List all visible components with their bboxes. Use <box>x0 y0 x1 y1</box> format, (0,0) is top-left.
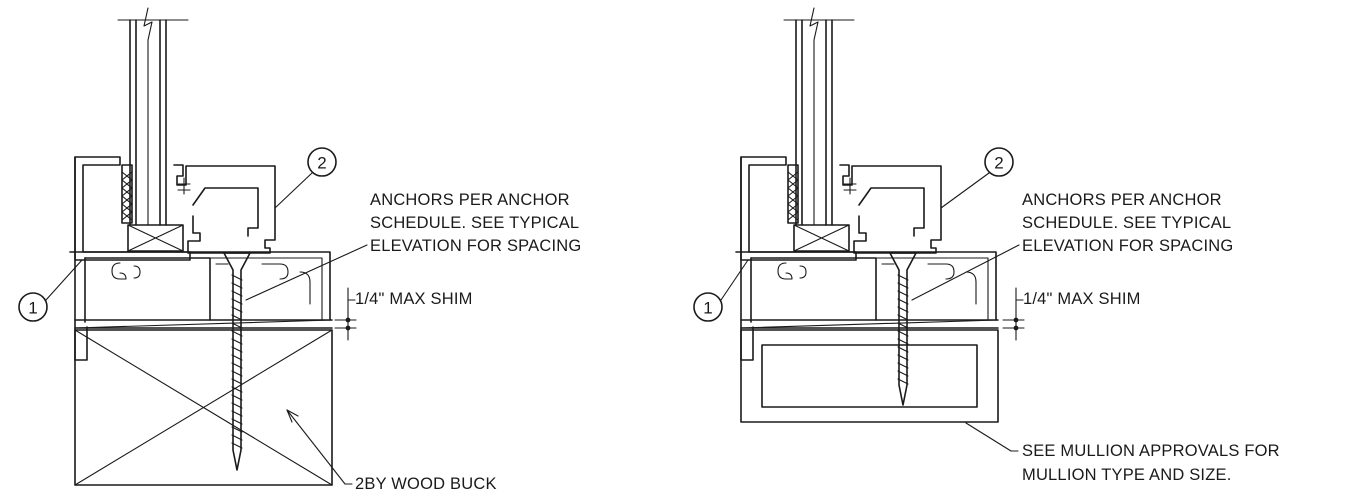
screw-anchor <box>889 252 917 406</box>
anchor-note-line-3: ELEVATION FOR SPACING <box>370 237 581 255</box>
callout-1-right: 1 <box>693 259 749 322</box>
glass-panel <box>783 7 855 226</box>
anchor-note-line-2: SCHEDULE. SEE TYPICAL <box>1022 214 1231 232</box>
frame-sill-profile <box>735 156 997 361</box>
callout-1-label: 1 <box>703 299 712 318</box>
glazing-bead-profile <box>839 164 942 254</box>
shim <box>740 319 999 329</box>
glass-panel <box>117 7 189 226</box>
detail-left: 1 2 ANCHORS PER ANCHOR SCHEDULE. SEE TYP… <box>18 7 581 493</box>
substrate-note-line-2: MULLION TYPE AND SIZE. <box>1022 466 1231 484</box>
substrate-note-line-1: 2BY WOOD BUCK <box>355 475 497 493</box>
shim-note: 1/4" MAX SHIM <box>1023 290 1141 308</box>
setting-block <box>127 224 184 252</box>
anchor-note-line-1: ANCHORS PER ANCHOR <box>370 191 570 209</box>
shim-note: 1/4" MAX SHIM <box>355 290 473 308</box>
substrate-note-left: 2BY WOOD BUCK <box>286 409 497 493</box>
callout-1-label: 1 <box>28 299 37 318</box>
detail-right: 1 2 ANCHORS PER ANCHOR SCHEDULE. SEE TYP… <box>693 7 1280 484</box>
setting-block <box>793 224 850 252</box>
substrate-note-line-1: SEE MULLION APPROVALS FOR <box>1022 442 1280 460</box>
shim-note-left: 1/4" MAX SHIM <box>334 287 473 341</box>
callout-2-label: 2 <box>317 154 326 173</box>
shim <box>74 319 333 329</box>
callout-2-right: 2 <box>940 147 1014 209</box>
anchor-note-left: ANCHORS PER ANCHOR SCHEDULE. SEE TYPICAL… <box>245 191 581 301</box>
anchor-note-right: ANCHORS PER ANCHOR SCHEDULE. SEE TYPICAL… <box>911 191 1233 301</box>
glazing-tape <box>121 164 133 224</box>
screw-anchor <box>223 252 251 471</box>
callout-2-left: 2 <box>274 147 337 209</box>
frame-sill-profile <box>69 156 331 361</box>
callout-2-label: 2 <box>994 154 1003 173</box>
glazing-tape <box>787 164 799 224</box>
shim-note-right: 1/4" MAX SHIM <box>1002 287 1141 341</box>
anchor-note-line-1: ANCHORS PER ANCHOR <box>1022 191 1222 209</box>
anchor-note-line-2: SCHEDULE. SEE TYPICAL <box>370 214 579 232</box>
mullion <box>740 329 999 423</box>
glazing-bead-profile <box>173 164 276 254</box>
callout-1-left: 1 <box>18 259 83 322</box>
anchor-note-line-3: ELEVATION FOR SPACING <box>1022 237 1233 255</box>
substrate-note-right: SEE MULLION APPROVALS FOR MULLION TYPE A… <box>965 422 1280 484</box>
wood-buck <box>74 329 333 486</box>
